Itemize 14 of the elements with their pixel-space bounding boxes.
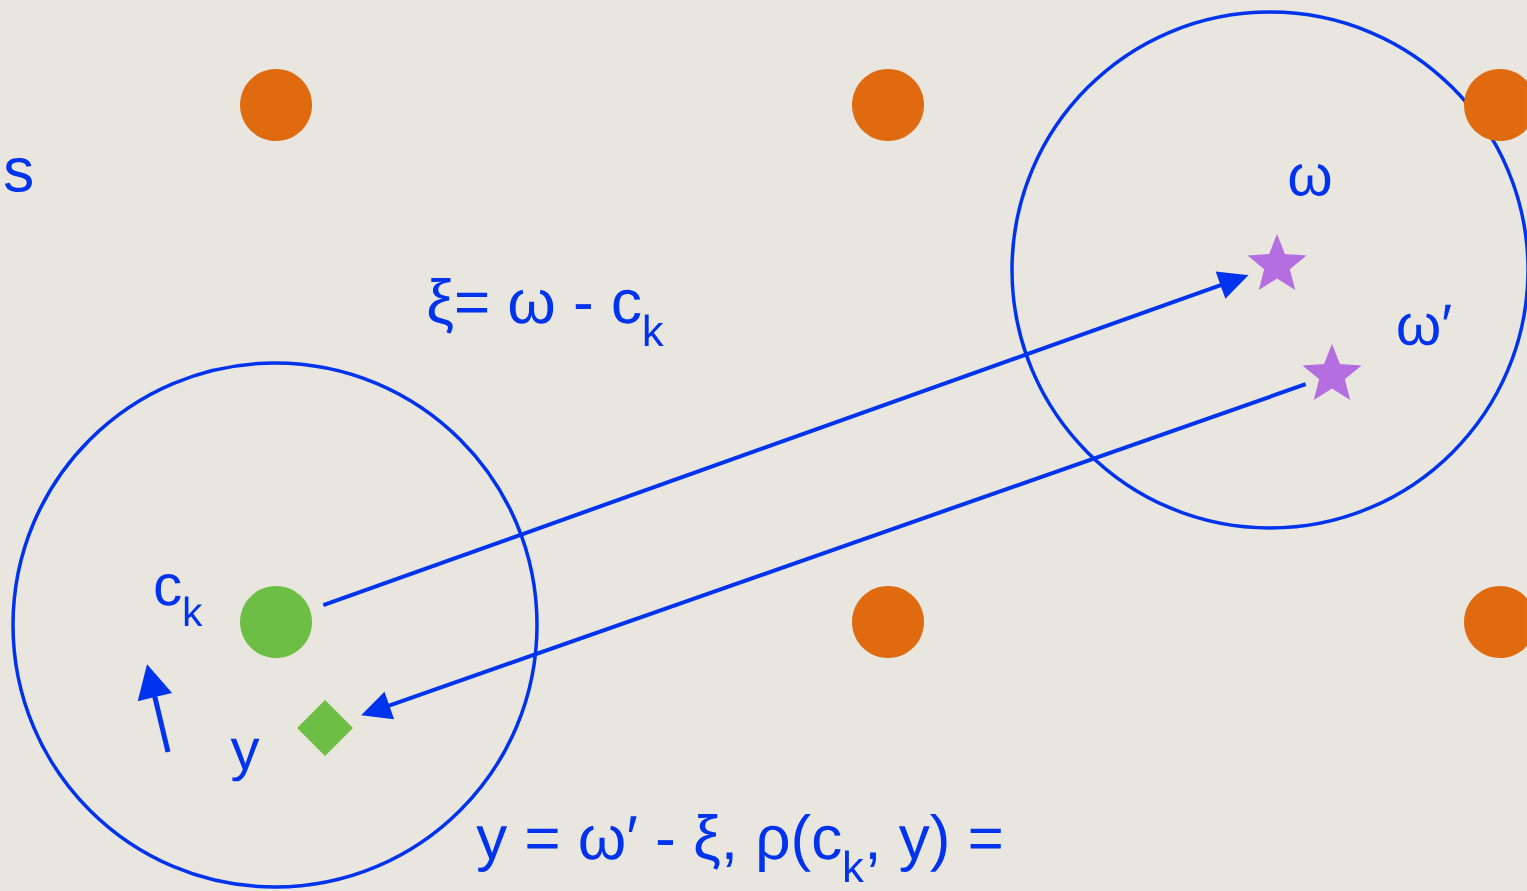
point-label: c$_{k}$ bbox=[155, 573, 203, 627]
point-diamond bbox=[297, 700, 353, 756]
text-fragment: s bbox=[4, 158, 32, 192]
formula-text: ξ= ω - c$_{k}$ bbox=[428, 278, 664, 346]
lattice-dot bbox=[240, 69, 312, 141]
star-marker bbox=[1247, 234, 1307, 291]
point-label: y bbox=[230, 738, 260, 782]
lattice-dot bbox=[852, 586, 924, 658]
point-label: ω bbox=[1289, 164, 1331, 196]
formula-text: y = ω′ - ξ, ρ(c$_{k}$, y) = bbox=[476, 814, 1001, 882]
lattice-dot bbox=[852, 69, 924, 141]
centroid-dot bbox=[240, 586, 312, 658]
point-label: ω′ bbox=[1398, 304, 1451, 346]
star-marker bbox=[1302, 344, 1362, 401]
